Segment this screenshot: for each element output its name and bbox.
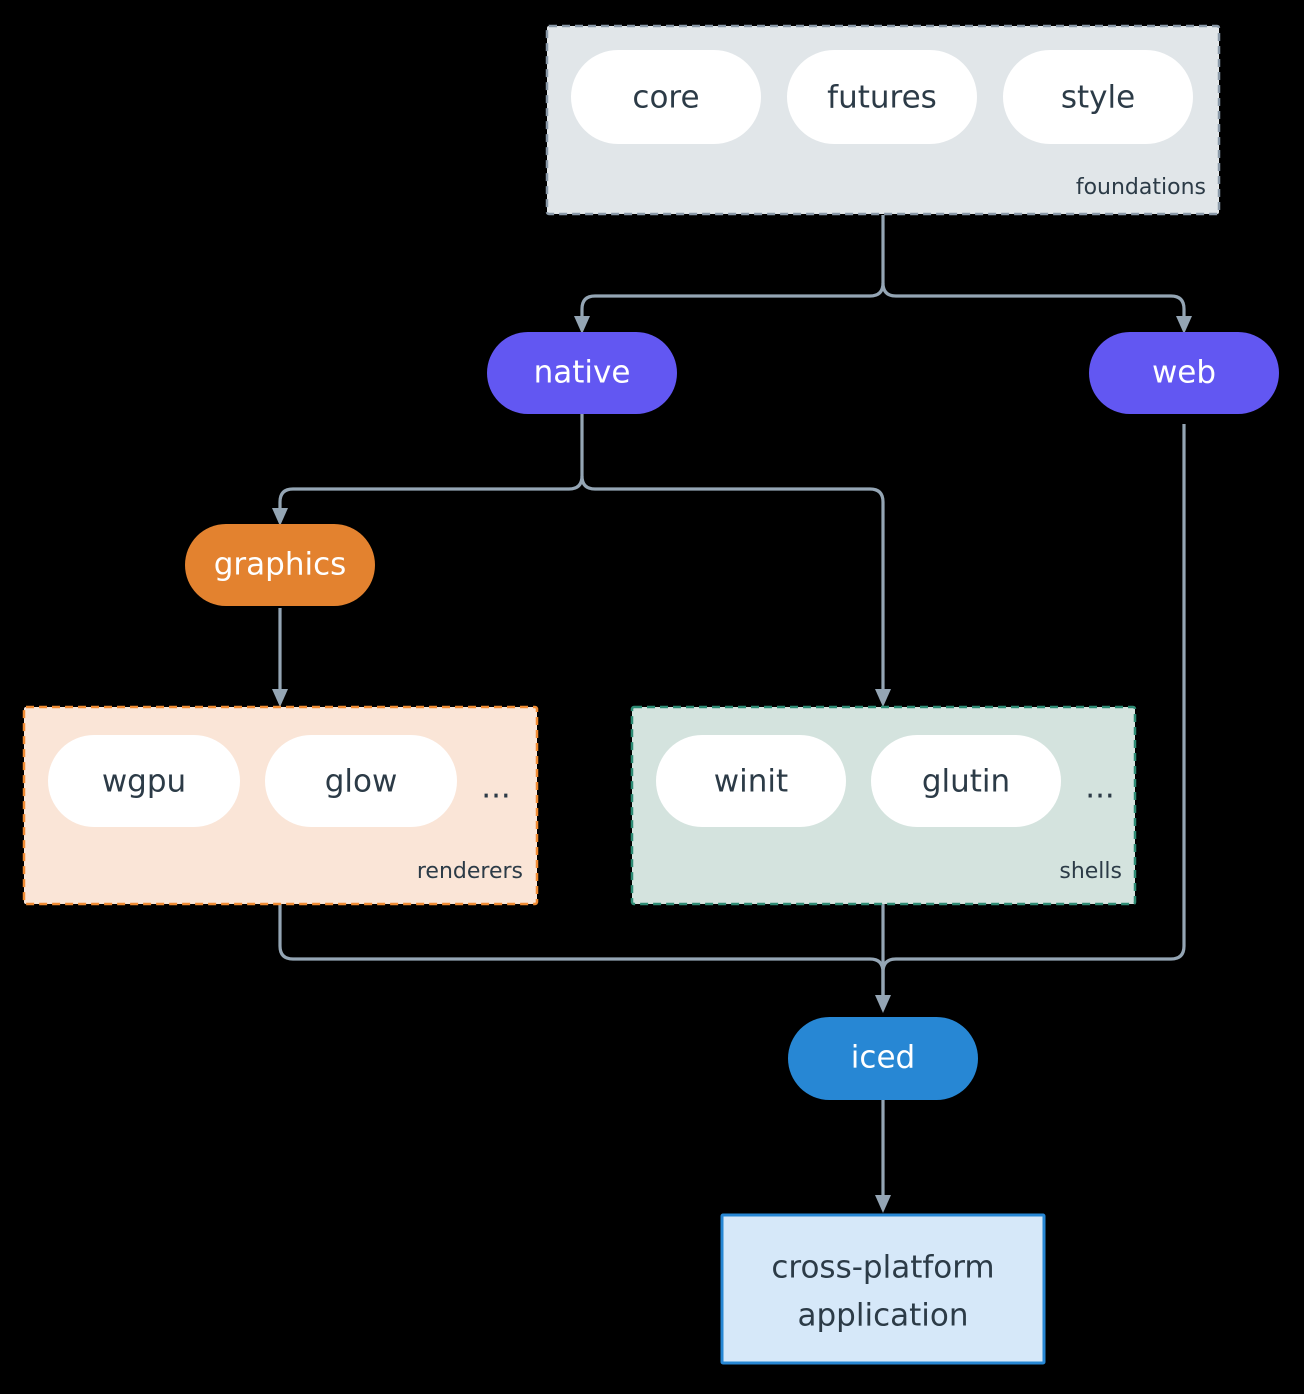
shells-ellipsis: ... — [1085, 770, 1115, 806]
node-winit-label: winit — [714, 764, 788, 800]
edge-layer — [272, 215, 1192, 1213]
node-application-label-line2: application — [798, 1298, 969, 1334]
node-glow[interactable]: glow — [265, 735, 457, 827]
node-core[interactable]: core — [571, 50, 761, 144]
node-iced-label: iced — [851, 1040, 915, 1076]
node-style[interactable]: style — [1003, 50, 1193, 144]
node-core-shape — [571, 50, 761, 144]
node-native-shape — [487, 332, 677, 414]
node-wgpu-shape — [48, 735, 240, 827]
renderers-ellipsis: ... — [481, 770, 511, 806]
renderers-group-caption: renderers — [417, 859, 523, 884]
node-winit[interactable]: winit — [656, 735, 846, 827]
node-glow-shape — [265, 735, 457, 827]
node-graphics[interactable]: graphics — [185, 524, 375, 606]
node-web-shape — [1089, 332, 1279, 414]
edge-foundations-to-web — [881, 282, 1186, 322]
foundations-group-caption: foundations — [1076, 175, 1206, 200]
node-iced[interactable]: iced — [788, 1017, 978, 1100]
edge-foundations-to-native-web — [580, 215, 885, 322]
arrowhead-graphics — [272, 508, 288, 526]
arrowhead-application — [875, 1195, 891, 1213]
node-application-shape — [720, 1213, 1046, 1365]
node-graphics-label: graphics — [214, 547, 347, 583]
edge-native-to-shells — [580, 475, 885, 695]
node-futures-label: futures — [827, 80, 937, 116]
node-web[interactable]: web — [1089, 332, 1279, 414]
arrowhead-shells — [875, 689, 891, 707]
edge-native-to-graphics — [278, 414, 584, 514]
node-native-label: native — [534, 355, 631, 391]
node-graphics-shape — [185, 524, 375, 606]
group-foundations[interactable]: core futures style foundations — [545, 24, 1221, 216]
node-wgpu-label: wgpu — [102, 764, 186, 800]
arrowhead-native — [574, 316, 590, 334]
shells-group-caption: shells — [1059, 859, 1122, 884]
node-glutin[interactable]: glutin — [871, 735, 1061, 827]
node-futures[interactable]: futures — [787, 50, 977, 144]
arrowhead-web — [1176, 316, 1192, 334]
node-iced-shape — [788, 1017, 978, 1100]
node-web-label: web — [1152, 355, 1216, 391]
node-core-label: core — [632, 80, 699, 116]
node-glow-label: glow — [325, 764, 398, 800]
arrowhead-renderers — [272, 689, 288, 707]
node-wgpu[interactable]: wgpu — [48, 735, 240, 827]
group-shells[interactable]: winit glutin ... shells — [630, 705, 1137, 906]
node-glutin-label: glutin — [922, 764, 1010, 800]
node-application-label-line1: cross-platform — [771, 1250, 994, 1286]
node-style-shape — [1003, 50, 1193, 144]
node-style-label: style — [1061, 80, 1135, 116]
node-application[interactable]: cross-platform application — [720, 1213, 1046, 1365]
node-winit-shape — [656, 735, 846, 827]
node-futures-shape — [787, 50, 977, 144]
edge-web-to-iced — [881, 424, 1186, 1001]
edge-renderers-to-iced — [278, 904, 885, 1001]
node-native[interactable]: native — [487, 332, 677, 414]
arrowhead-iced — [875, 995, 891, 1013]
group-renderers[interactable]: wgpu glow ... renderers — [22, 705, 539, 906]
node-glutin-shape — [871, 735, 1061, 827]
